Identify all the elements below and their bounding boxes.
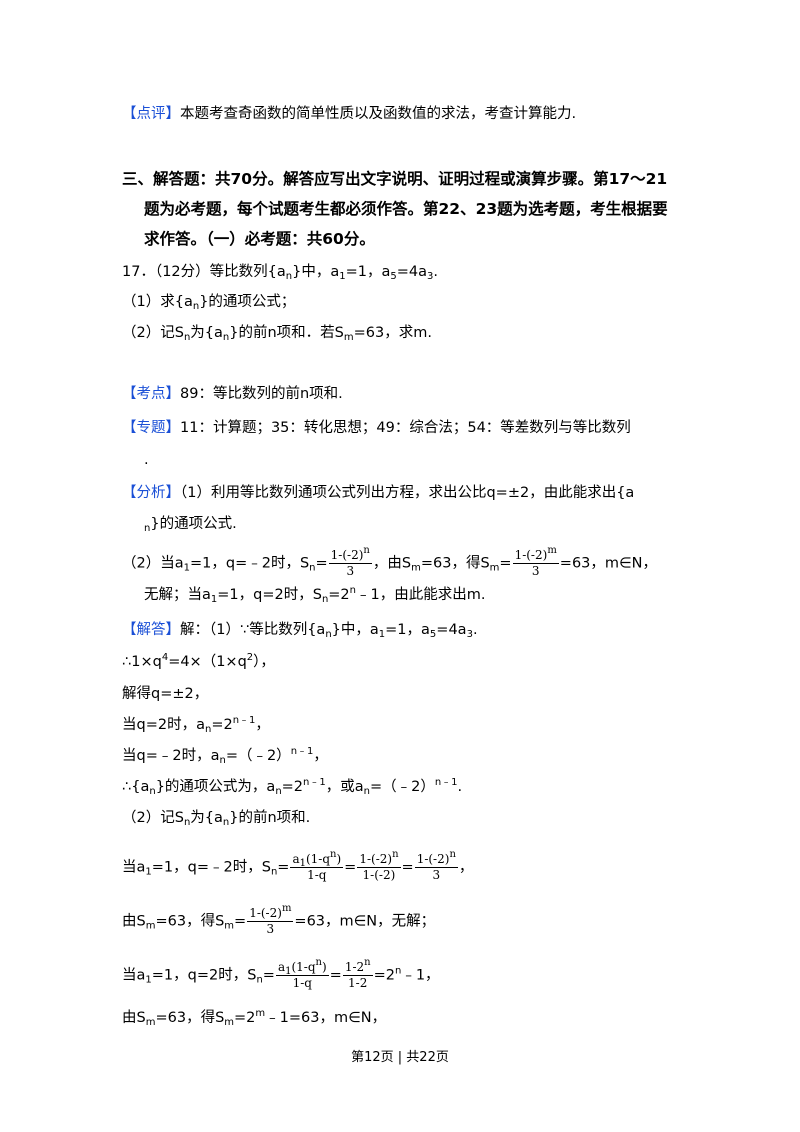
kaodian-line: 【考点】89：等比数列的前n项和.: [122, 386, 343, 402]
fenxi-line1: 【分析】（1）利用等比数列通项公式列出方程，求出公比q=±2，由此能求出{a: [122, 485, 635, 501]
fraction: a1(1-qn)1-q: [290, 849, 344, 882]
zhuanti-cont: .: [144, 452, 149, 468]
fenxi-tag: 【分析】: [122, 485, 180, 501]
jieda-line7: （2）记Sn为{an}的前n项和.: [122, 810, 311, 828]
review-line: 【点评】本题考查奇函数的简单性质以及函数值的求法，考查计算能力.: [122, 104, 576, 124]
jieda-line4: 当q=2时，an=2n﹣1，: [122, 715, 270, 735]
jieda-line5: 当q=﹣2时，an=（﹣2）n﹣1，: [122, 746, 328, 766]
page-footer: 第12页 | 共22页: [351, 1050, 449, 1065]
jieda-line1: 【解答】解：（1）∵等比数列{an}中，a1=1，a5=4a3.: [122, 622, 478, 640]
kaodian-tag: 【考点】: [122, 386, 180, 402]
fenxi-line2: n}的通项公式.: [144, 516, 237, 534]
section-heading-line2: 题为必考题，每个试题考生都必须作答。第22、23题为选考题，考生根据要: [144, 200, 668, 218]
zhuanti-tag: 【专题】: [122, 420, 180, 436]
problem-q1: （1）求{an}的通项公式；: [122, 294, 296, 312]
review-tag: 【点评】: [122, 106, 180, 122]
review-text: 本题考查奇函数的简单性质以及函数值的求法，考查计算能力.: [180, 106, 577, 122]
section-heading-line3: 求作答。（一）必考题：共60分。: [144, 230, 375, 248]
jieda-line11: 由Sm=63，得Sm=2m﹣1=63，m∈N，: [122, 1008, 387, 1028]
section-heading-line1: 三、解答题：共70分。解答应写出文字说明、证明过程或演算步骤。第17～21: [122, 170, 668, 188]
zhuanti-line: 【专题】11：计算题；35：转化思想；49：综合法；54：等差数列与等比数列: [122, 420, 631, 436]
jieda-tag: 【解答】: [122, 622, 180, 638]
jieda-line2: ∴1×q4=4×（1×q2），: [122, 652, 275, 671]
problem-q2: （2）记Sn为{an}的前n项和．若Sm=63，求m.: [122, 325, 432, 343]
fraction: a1(1-qn)1-q: [275, 957, 329, 990]
jieda-line3: 解得q=±2，: [122, 686, 209, 702]
problem-stem: 17．（12分）等比数列{an}中，a1=1，a5=4a3.: [122, 264, 438, 282]
fenxi-line4: 无解；当a1=1，q=2时，Sn=2n﹣1，由此能求出m.: [144, 585, 486, 605]
jieda-line6: ∴{an}的通项公式为，an=2n﹣1，或an=（﹣2）n﹣1.: [122, 777, 463, 797]
